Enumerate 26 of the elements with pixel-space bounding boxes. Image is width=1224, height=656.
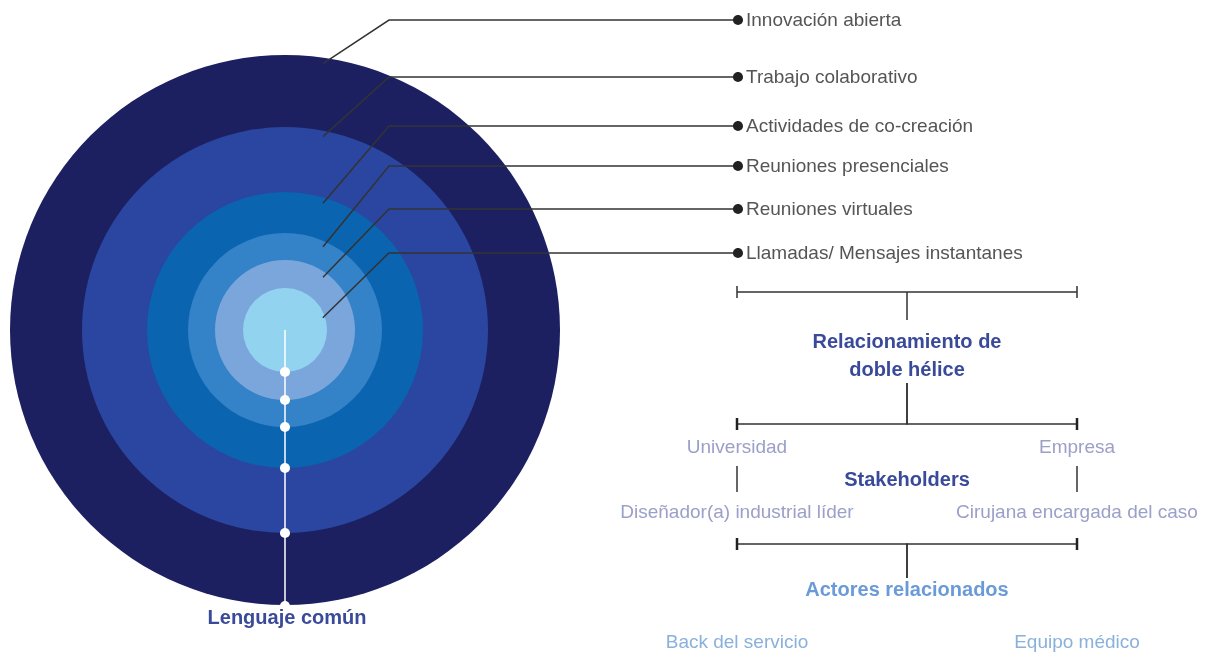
leader-line [322,14,744,65]
label-text: Diseñador(a) industrial líder [619,501,855,523]
leader-line [322,120,744,205]
connector-line [1076,465,1078,493]
label-text: Llamadas/ Mensajes instantanes [746,242,1024,264]
label-text: Actividades de co-creación [746,115,975,137]
heading-text: Actores relacionados [804,578,1010,600]
connector-line [906,536,1079,579]
label-text: Equipo médico [1013,631,1141,653]
label-text: Innovación abierta [746,9,903,31]
heading-text: Relacionamiento de doble hélice [811,329,1003,382]
label-text: Back del servicio [664,631,810,653]
heading-text: Stakeholders [843,468,971,490]
connector-line [736,465,738,493]
leader-line [322,203,744,278]
label-text: Trabajo colaborativo [746,66,919,88]
leader-line [322,247,744,319]
label-text: Empresa [1038,436,1116,458]
label-text: Reuniones presenciales [746,155,950,177]
label-text: Universidad [685,436,789,458]
label-text: Reuniones virtuales [746,198,914,220]
leader-line [322,71,744,138]
connector-line [906,382,1079,432]
leader-line [322,160,744,248]
heading-text: Lenguaje común [206,606,368,628]
label-text: Cirujana encargada del caso [955,501,1199,523]
